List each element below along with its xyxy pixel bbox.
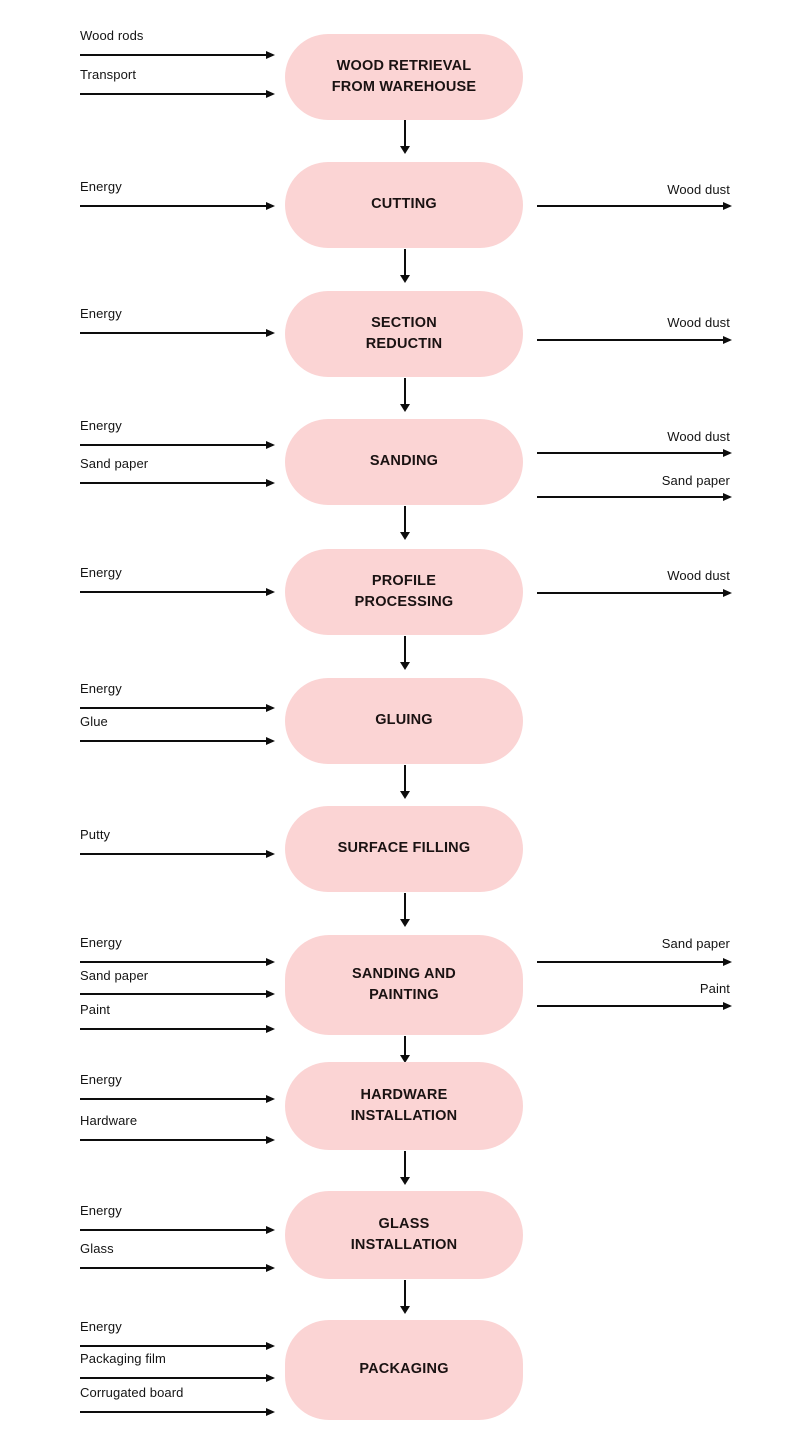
- output-flow-arrow: [537, 202, 732, 209]
- input-flow-arrow: [80, 479, 275, 486]
- output-flow-label: Paint: [699, 981, 730, 996]
- input-flow-label: Transport: [80, 67, 137, 82]
- output-flow-label: Wood dust: [667, 429, 730, 444]
- process-box-gluing[interactable]: GLUING: [285, 678, 523, 764]
- process-box-surface-filling[interactable]: SURFACE FILLING: [285, 806, 523, 892]
- process-flow-arrow: [400, 378, 410, 412]
- process-label-gluing: GLUING: [375, 712, 433, 729]
- input-flow-arrow: [80, 850, 275, 857]
- process-box-sanding-and-painting[interactable]: SANDING AND PAINTING: [285, 935, 523, 1035]
- process-label-sanding: SANDING: [369, 453, 439, 470]
- output-flow-arrow: [537, 1002, 732, 1009]
- process-flow-arrow: [400, 506, 410, 540]
- input-flow-arrow: [80, 1264, 275, 1271]
- process-label-wood-retrieval-from-warehouse: WOOD RETRIEVAL FROM WAREHOUSE: [331, 57, 477, 95]
- output-flow-label: Wood dust: [667, 182, 730, 197]
- input-flow-label: Putty: [80, 827, 111, 842]
- input-flow-label: Packaging film: [80, 1351, 166, 1366]
- input-flow-label: Energy: [80, 1203, 122, 1218]
- output-flow-arrow: [537, 589, 732, 596]
- input-flow-arrow: [80, 202, 275, 209]
- process-label-surface-filling: SURFACE FILLING: [337, 840, 471, 857]
- process-flow-arrow: [400, 636, 410, 670]
- output-flow-label: Wood dust: [667, 315, 730, 330]
- input-flow-arrow: [80, 1095, 275, 1102]
- output-flow-arrow: [537, 958, 732, 965]
- process-box-sanding[interactable]: SANDING: [285, 419, 523, 505]
- input-flow-arrow: [80, 958, 275, 965]
- process-label-profile-processing: PROFILE PROCESSING: [354, 572, 454, 610]
- input-flow-arrow: [80, 990, 275, 997]
- output-flow-arrow: [537, 449, 732, 456]
- input-flow-label: Energy: [80, 681, 122, 696]
- input-flow-label: Wood rods: [80, 28, 144, 43]
- process-label-sanding-and-painting: SANDING AND PAINTING: [352, 965, 456, 1003]
- process-flow-arrow: [400, 1036, 410, 1063]
- process-flow-arrow: [400, 249, 410, 283]
- process-box-wood-retrieval-from-warehouse[interactable]: WOOD RETRIEVAL FROM WAREHOUSE: [285, 34, 523, 120]
- input-flow-label: Energy: [80, 1072, 122, 1087]
- input-flow-label: Energy: [80, 418, 122, 433]
- input-flow-label: Paint: [80, 1002, 111, 1017]
- input-flow-label: Glue: [80, 714, 108, 729]
- process-flow-arrow: [400, 765, 410, 799]
- output-flow-arrow: [537, 336, 732, 343]
- process-box-section-reductin[interactable]: SECTION REDUCTIN: [285, 291, 523, 377]
- output-flow-label: Sand paper: [661, 473, 730, 488]
- input-flow-label: Energy: [80, 179, 122, 194]
- input-flow-label: Sand paper: [80, 456, 149, 471]
- input-flow-arrow: [80, 329, 275, 336]
- output-flow-label: Wood dust: [667, 568, 730, 583]
- input-flow-arrow: [80, 704, 275, 711]
- process-label-packaging: PACKAGING: [359, 1361, 449, 1378]
- process-label-glass-installation: GLASS INSTALLATION: [350, 1215, 458, 1253]
- process-label-section-reductin: SECTION REDUCTIN: [365, 314, 443, 352]
- process-flow-arrow: [400, 893, 410, 927]
- input-flow-label: Corrugated board: [80, 1385, 184, 1400]
- process-box-cutting[interactable]: CUTTING: [285, 162, 523, 248]
- input-flow-label: Energy: [80, 306, 122, 321]
- process-box-profile-processing[interactable]: PROFILE PROCESSING: [285, 549, 523, 635]
- input-flow-arrow: [80, 441, 275, 448]
- process-label-hardware-installation: HARDWARE INSTALLATION: [350, 1086, 458, 1124]
- process-box-glass-installation[interactable]: GLASS INSTALLATION: [285, 1191, 523, 1279]
- input-flow-label: Sand paper: [80, 968, 149, 983]
- input-flow-arrow: [80, 51, 275, 58]
- process-flow-arrow: [400, 120, 410, 154]
- output-flow-label: Sand paper: [661, 936, 730, 951]
- input-flow-label: Hardware: [80, 1113, 138, 1128]
- process-box-packaging[interactable]: PACKAGING: [285, 1320, 523, 1420]
- input-flow-arrow: [80, 1342, 275, 1349]
- input-flow-arrow: [80, 1136, 275, 1143]
- process-flow-arrow: [400, 1280, 410, 1314]
- input-flow-label: Energy: [80, 935, 122, 950]
- process-flow-arrow: [400, 1151, 410, 1185]
- output-flow-arrow: [537, 493, 732, 500]
- input-flow-label: Glass: [80, 1241, 114, 1256]
- input-flow-label: Energy: [80, 565, 122, 580]
- input-flow-arrow: [80, 1408, 275, 1415]
- input-flow-label: Energy: [80, 1319, 122, 1334]
- input-flow-arrow: [80, 1226, 275, 1233]
- input-flow-arrow: [80, 588, 275, 595]
- input-flow-arrow: [80, 737, 275, 744]
- process-label-cutting: CUTTING: [371, 196, 437, 213]
- input-flow-arrow: [80, 90, 275, 97]
- input-flow-arrow: [80, 1374, 275, 1381]
- process-box-hardware-installation[interactable]: HARDWARE INSTALLATION: [285, 1062, 523, 1150]
- input-flow-arrow: [80, 1025, 275, 1032]
